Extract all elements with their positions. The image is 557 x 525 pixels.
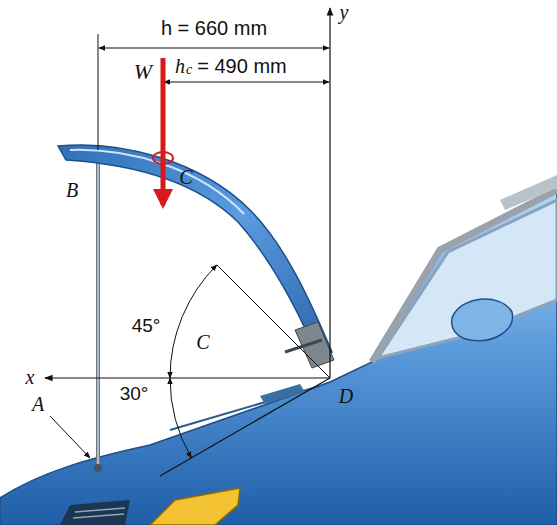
- angle-label: 45°: [132, 316, 161, 335]
- subscript: c: [186, 63, 192, 77]
- hood-highlight: [70, 150, 244, 214]
- rod-pivot: [94, 464, 102, 472]
- dimension-line: [164, 82, 329, 83]
- leader-line: [50, 416, 90, 458]
- dimension-line: [99, 48, 329, 49]
- x-axis: [45, 377, 330, 378]
- grille-bars: [73, 508, 125, 518]
- hinge-arm: [285, 340, 322, 352]
- point-label: C: [179, 167, 192, 187]
- windshield: [378, 200, 557, 358]
- angle-arc-30: [170, 378, 191, 458]
- hood-plane-line: [160, 378, 330, 476]
- axis-label: y: [340, 2, 349, 22]
- prop-rod: [96, 160, 100, 468]
- axis-label: x: [26, 367, 35, 387]
- point-label: D: [339, 386, 353, 406]
- headlight: [150, 488, 240, 525]
- angle-arc-45: [170, 265, 217, 378]
- hood-hinge: [295, 322, 334, 368]
- car-body: [0, 190, 557, 525]
- center-of-gravity-ring: [153, 152, 173, 164]
- extension-line: [98, 34, 99, 150]
- dimension-label: h: [175, 56, 185, 76]
- weight-arrow: [161, 58, 166, 205]
- angle-label: 30°: [120, 384, 149, 403]
- hood-angle-line: [217, 265, 330, 378]
- force-label: W: [134, 61, 152, 83]
- dimension-label: h = 660 mm: [161, 18, 267, 38]
- dimension-label: = 490 mm: [197, 56, 286, 76]
- y-axis: [329, 8, 330, 378]
- hood: [58, 145, 332, 357]
- point-label: B: [66, 180, 78, 200]
- grille: [60, 500, 130, 525]
- a-pillar: [372, 190, 557, 362]
- side-mirror: [452, 299, 513, 341]
- prop-rod-highlight: [97, 160, 99, 468]
- roof-edge: [500, 175, 557, 210]
- point-label: C: [196, 332, 209, 352]
- cowl-vent: [260, 384, 305, 404]
- point-label: A: [32, 394, 44, 414]
